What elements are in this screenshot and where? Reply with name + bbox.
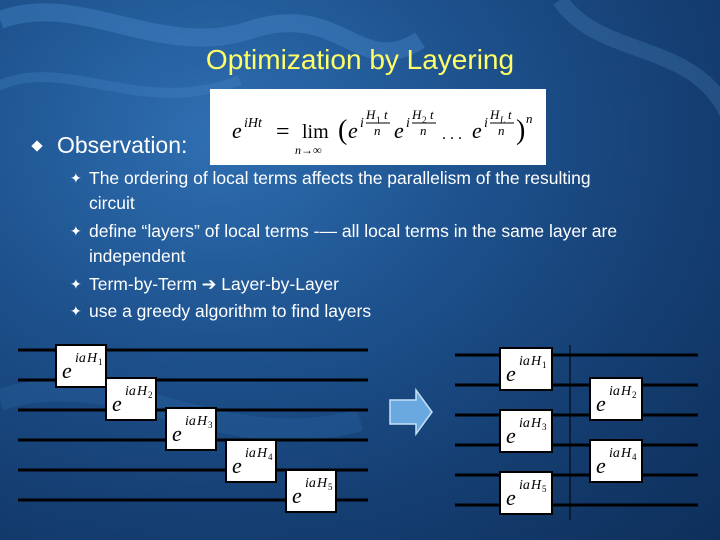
- formula-lim-sub: n→∞: [295, 143, 322, 157]
- gate-base: e: [62, 358, 72, 383]
- bullet-4: ✦ use a greedy algorithm to find layers: [70, 299, 371, 324]
- gate-base: e: [596, 391, 606, 416]
- svg-text:1: 1: [376, 115, 381, 125]
- svg-text:H: H: [365, 107, 376, 122]
- trotter-formula: e iHt = lim n→∞ ( e i H 1 t n e i H 2 t …: [210, 89, 546, 165]
- svg-text:t: t: [508, 107, 512, 122]
- svg-text:e: e: [394, 118, 404, 143]
- svg-text:n: n: [374, 123, 381, 138]
- slide-title: Optimization by Layering: [205, 44, 515, 75]
- star-bullet-icon: ✦: [70, 223, 82, 239]
- formula-open-paren: (: [338, 115, 347, 146]
- gate-exp: ia: [125, 384, 136, 399]
- gate-base: e: [506, 423, 516, 448]
- svg-text:t: t: [384, 107, 388, 122]
- svg-text:L: L: [499, 115, 505, 125]
- formula-lhs-base: e: [232, 118, 242, 143]
- star-bullet-icon: ✦: [70, 303, 82, 319]
- star-bullet-icon: ✦: [70, 170, 82, 186]
- svg-text:H: H: [489, 107, 500, 122]
- gate-base: e: [112, 391, 122, 416]
- formula-equals: =: [276, 119, 290, 145]
- gate-h: H: [620, 384, 632, 399]
- gate-exp: ia: [185, 414, 196, 429]
- gate-exp: ia: [305, 476, 316, 491]
- svg-text:2: 2: [422, 115, 427, 125]
- svg-text:e: e: [472, 118, 482, 143]
- gate-h: H: [530, 416, 542, 431]
- bullet-2: ✦ define “layers” of local terms -— all …: [70, 221, 618, 266]
- svg-text:i: i: [360, 116, 364, 131]
- gate-sub: 2: [148, 390, 153, 400]
- gate-base: e: [172, 421, 182, 446]
- gate-exp: ia: [609, 446, 620, 461]
- gate-exp: ia: [245, 446, 256, 461]
- gate-h: H: [316, 476, 328, 491]
- bullet-3: ✦ Term-by-Term ➔ Layer-by-Layer: [70, 272, 339, 297]
- transform-arrow-icon: [389, 387, 433, 437]
- svg-text:. . .: . . .: [442, 126, 462, 143]
- gate-h: H: [620, 446, 632, 461]
- formula-power: n: [526, 111, 533, 126]
- gate-exp: ia: [519, 354, 530, 369]
- gate-exp: ia: [609, 384, 620, 399]
- gate-sub: 3: [208, 420, 213, 430]
- gate-base: e: [596, 453, 606, 478]
- formula-close-paren: ): [516, 115, 525, 146]
- formula-lhs-exp: iHt: [244, 116, 263, 131]
- svg-text:t: t: [430, 107, 434, 122]
- gate-h: H: [530, 478, 542, 493]
- gate-base: e: [232, 453, 242, 478]
- svg-text:i: i: [484, 116, 488, 131]
- gate-base: e: [506, 361, 516, 386]
- gate-sub: 4: [268, 452, 273, 462]
- formula-graphic: e iHt = lim n→∞ ( e i H 1 t n e i H 2 t …: [232, 107, 533, 157]
- gate-sub: 4: [632, 452, 637, 462]
- gate-exp: ia: [519, 416, 530, 431]
- svg-text:i: i: [406, 116, 410, 131]
- gate-h: H: [530, 354, 542, 369]
- bullet-1: ✦ The ordering of local terms affects th…: [70, 168, 591, 213]
- formula-lim: lim: [302, 121, 329, 143]
- observation-label: Observation:: [57, 132, 188, 158]
- gate-base: e: [292, 483, 302, 508]
- right-circuit-wires: [455, 353, 698, 507]
- gate-sub: 1: [542, 360, 547, 370]
- observation-bullet: Observation:: [31, 132, 188, 159]
- gate-h: H: [256, 446, 268, 461]
- gate-exp: ia: [519, 478, 530, 493]
- gate-h: H: [196, 414, 208, 429]
- gate-sub: 1: [98, 357, 103, 367]
- gate-h: H: [136, 384, 148, 399]
- svg-text:n: n: [498, 123, 505, 138]
- svg-text:n: n: [420, 123, 427, 138]
- star-bullet-icon: ✦: [70, 276, 82, 292]
- gate-base: e: [506, 485, 516, 510]
- gate-sub: 5: [328, 482, 333, 492]
- gate-sub: 3: [542, 422, 547, 432]
- gate-sub: 5: [542, 484, 547, 494]
- svg-text:H: H: [411, 107, 422, 122]
- svg-text:e: e: [348, 118, 358, 143]
- gate-h: H: [86, 351, 98, 366]
- gate-exp: ia: [75, 351, 86, 366]
- gate-sub: 2: [632, 390, 637, 400]
